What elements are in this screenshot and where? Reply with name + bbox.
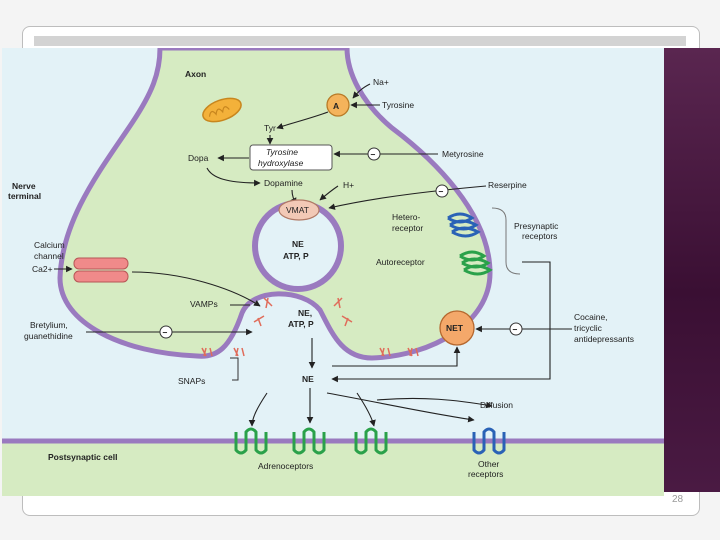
autoreceptor-label: Autoreceptor [376, 257, 425, 267]
metyrosine-label: Metyrosine [442, 149, 484, 159]
noradrenergic-synapse-diagram: Axon Na+ A Tyrosine Tyr Tyrosine hydroxy… [2, 48, 664, 496]
other-receptor-icon [472, 427, 506, 455]
bretylium-label-line1: Bretylium, [30, 320, 68, 330]
heteroreceptor-label-line1: Hetero- [392, 212, 421, 222]
decorative-side-band [664, 48, 720, 492]
metyrosine-inhibition-marker: − [367, 147, 381, 161]
nerve-terminal-label-line2: terminal [8, 191, 41, 201]
calcium-label-line2: channel [34, 251, 64, 261]
page-number: 28 [672, 494, 684, 505]
reserpine-inhibition-marker: − [435, 184, 449, 198]
presynaptic-label-line1: Presynaptic [514, 221, 559, 231]
postsynaptic-label: Postsynaptic cell [48, 452, 117, 462]
adrenoceptor-icon-3 [354, 427, 388, 455]
autoreceptor-icon [459, 250, 493, 276]
postsynaptic-background [2, 442, 664, 496]
snare-proteins [201, 297, 419, 357]
other-receptors-label-line2: receptors [468, 469, 503, 479]
other-receptors-label-line1: Other [478, 459, 499, 469]
cocaine-label-line3: antidepressants [574, 334, 634, 344]
vamps-label: VAMPs [190, 299, 218, 309]
dopamine-label: Dopamine [264, 178, 303, 188]
fused-ne-label: NE, [298, 308, 312, 318]
svg-text:−: − [513, 325, 518, 335]
svg-text:hydroxylase: hydroxylase [258, 158, 304, 168]
na-label: Na+ [373, 77, 389, 87]
calcium-channel-icon [73, 257, 129, 283]
tyr-label: Tyr [264, 123, 276, 133]
presynaptic-label-line2: receptors [522, 231, 557, 241]
heteroreceptor-label-line2: receptor [392, 223, 423, 233]
cocaine-label-line1: Cocaine, [574, 312, 608, 322]
vmat-transporter: VMAT [278, 199, 320, 221]
dopa-label: Dopa [188, 153, 209, 163]
presynaptic-bracket [491, 207, 521, 275]
svg-text:A: A [333, 101, 339, 111]
cocaine-inhibition-marker: − [509, 322, 523, 336]
svg-text:Tyrosine: Tyrosine [266, 147, 298, 157]
ca-label: Ca2+ [32, 264, 53, 274]
net-transporter: NET [439, 310, 475, 346]
heteroreceptor-icon [447, 212, 481, 238]
mitochondrion-icon [202, 97, 242, 123]
vesicle-ne-label: NE [292, 239, 304, 249]
bretylium-inhibition-marker: − [159, 325, 173, 339]
h-plus-label: H+ [343, 180, 354, 190]
svg-text:−: − [163, 328, 168, 338]
calcium-label-line1: Calcium [34, 240, 65, 250]
cocaine-label-line2: tricyclic [574, 323, 603, 333]
nerve-terminal-label-line1: Nerve [12, 181, 36, 191]
reserpine-label: Reserpine [488, 180, 527, 190]
svg-text:−: − [439, 187, 444, 197]
svg-text:−: − [371, 150, 376, 160]
diffusion-label: Diffusion [480, 400, 513, 410]
adrenoceptor-icon-1 [234, 427, 268, 455]
nerve-terminal-cytoplasm [57, 48, 493, 361]
storage-vesicle [252, 200, 344, 292]
cleft-ne-label: NE [302, 374, 314, 384]
fused-atp-label: ATP, P [288, 319, 314, 329]
slide-title-bar [34, 36, 686, 46]
svg-text:VMAT: VMAT [286, 205, 309, 215]
bretylium-label-line2: guanethidine [24, 331, 73, 341]
adrenoceptor-icon-2 [292, 427, 326, 455]
svg-text:NET: NET [446, 323, 464, 333]
snaps-label: SNAPs [178, 376, 205, 386]
tyrosine-label-top: Tyrosine [382, 100, 414, 110]
axon-label: Axon [185, 69, 206, 79]
vesicle-atp-label: ATP, P [283, 251, 309, 261]
adrenoceptors-label: Adrenoceptors [258, 461, 313, 471]
transporter-a: A [326, 93, 350, 117]
tyrosine-hydroxylase-box: Tyrosine hydroxylase [249, 144, 333, 171]
